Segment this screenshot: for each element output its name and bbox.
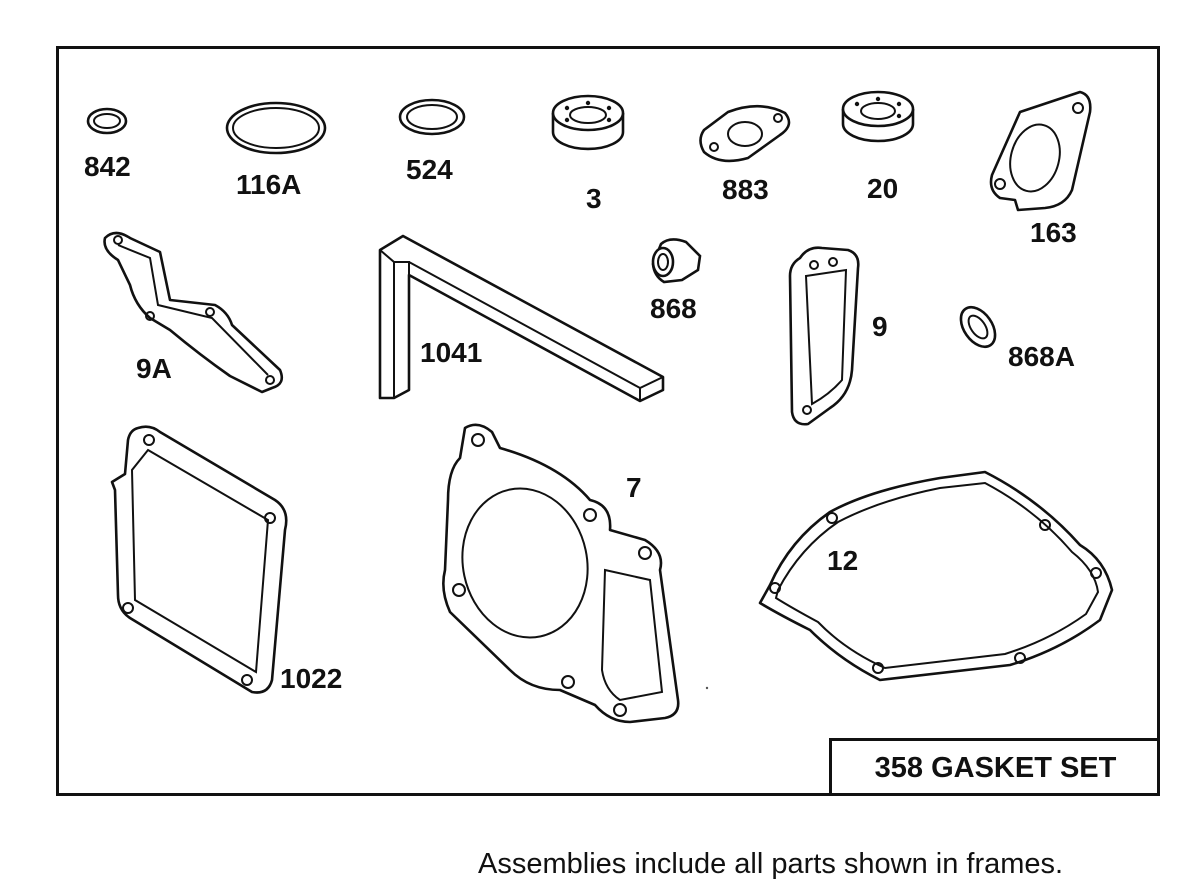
part-3-drawing: [551, 94, 625, 151]
part-label: 1022: [280, 663, 343, 694]
part-label: 7: [626, 472, 642, 503]
part-883-drawing: [699, 104, 791, 163]
part-label: 20: [867, 173, 899, 204]
part-9-drawing: [788, 246, 860, 426]
part-868-drawing: [651, 238, 702, 284]
part-label: 868A: [1008, 341, 1075, 372]
part-20-drawing: [841, 90, 915, 143]
part-1022-drawing: [110, 425, 288, 694]
gasket-set-title: 358 GASKET SET: [829, 738, 1159, 795]
footnote: Assemblies include all parts shown in fr…: [478, 848, 1064, 880]
part-label: 842: [84, 151, 131, 182]
parts-frame: [56, 46, 1160, 796]
part-label: 524: [406, 154, 453, 185]
part-label: 9: [872, 311, 888, 342]
part-1041-drawing: [378, 234, 665, 403]
part-524-drawing: [398, 98, 466, 136]
part-label: 1041: [420, 337, 483, 368]
part-label: 883: [722, 174, 769, 205]
part-12-drawing: [758, 470, 1114, 682]
part-7-drawing: [442, 423, 680, 724]
part-label: 163: [1030, 217, 1077, 248]
part-label: 116A: [236, 169, 302, 200]
part-868a-drawing: [959, 305, 997, 349]
part-label: 3: [586, 183, 602, 214]
part-9a-drawing: [103, 231, 284, 394]
part-163-drawing: [989, 90, 1092, 212]
part-116a-drawing: [225, 101, 327, 155]
part-label: 868: [650, 293, 697, 324]
part-842-drawing: [86, 107, 128, 135]
part-label: 9A: [136, 353, 172, 384]
part-label: 12: [827, 545, 859, 576]
